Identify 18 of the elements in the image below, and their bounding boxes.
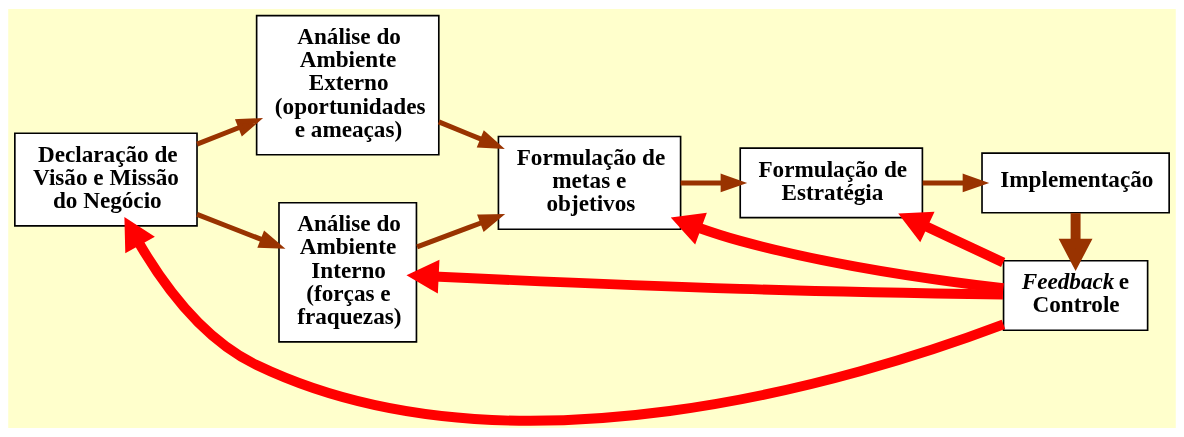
arrow	[898, 211, 1006, 267]
arrow	[922, 173, 990, 193]
arrow	[196, 118, 264, 147]
node-box: Feedback e Controle	[1002, 259, 1149, 332]
node-box: Formulação de metas e objetivos	[497, 135, 682, 231]
arrow	[406, 259, 1004, 300]
node-box: Declaração de Visão e Missão do Negócio	[14, 132, 198, 227]
arrow	[437, 119, 505, 149]
arrow	[416, 213, 506, 250]
node-box: Análise do Ambiente Interno (forças e fraquezas)	[278, 201, 418, 343]
node-box: Análise do Ambiente Externo (oportunidades e ameaças)	[255, 14, 440, 156]
node-box: Formulação de Estratégia	[739, 147, 924, 219]
node-box: Implementação	[981, 152, 1170, 214]
arrow	[670, 212, 1004, 294]
arrow	[124, 216, 1006, 426]
arrow	[196, 212, 286, 249]
arrow	[1058, 213, 1093, 271]
arrow	[680, 173, 748, 193]
